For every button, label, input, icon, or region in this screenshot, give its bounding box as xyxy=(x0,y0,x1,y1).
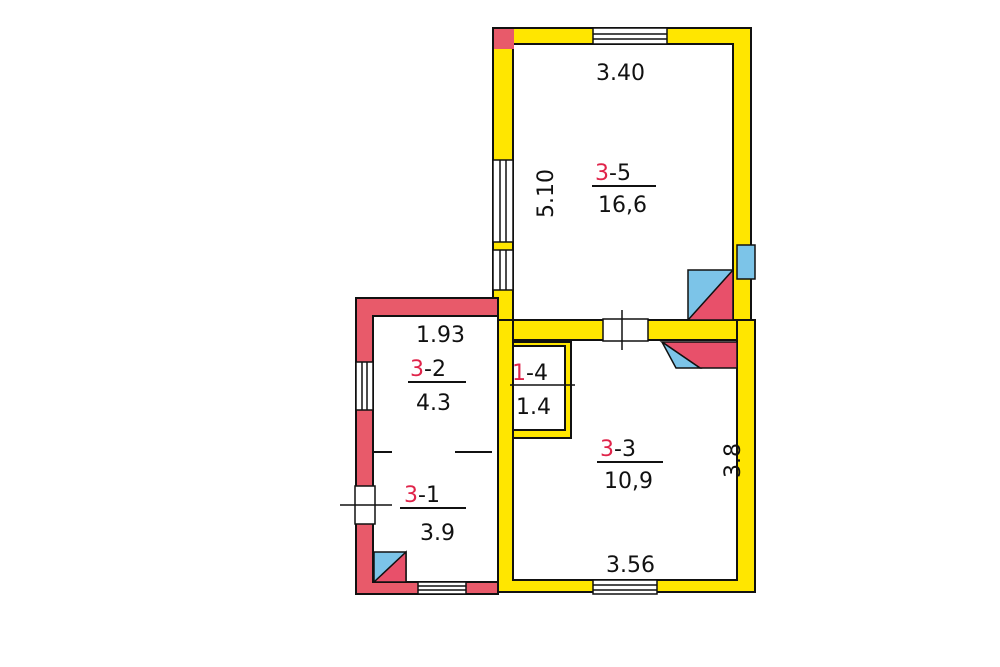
room-3-2-area: 4.3 xyxy=(416,391,451,416)
room-3-5-area: 16,6 xyxy=(598,193,647,218)
room-1-4-area: 1.4 xyxy=(516,395,551,420)
stove-room-3-5 xyxy=(686,268,734,321)
window-top xyxy=(592,27,668,45)
windows xyxy=(355,27,756,595)
closet-1-4 xyxy=(510,341,575,439)
room-3-1-number: 3-1 xyxy=(404,483,440,508)
room-3-5-number: 3-5 xyxy=(595,161,631,186)
room-1-4-number: 1-4 xyxy=(512,361,548,386)
dim-room33-width: 3.56 xyxy=(606,553,655,578)
stove-room-3-3 xyxy=(659,341,738,369)
window-right xyxy=(736,244,756,280)
room-3-3-number: 3-3 xyxy=(600,437,636,462)
dim-room35-width: 3.40 xyxy=(596,61,645,86)
window-left-upper xyxy=(492,159,514,243)
window-bottom-right xyxy=(592,579,658,595)
room-3-1-area: 3.9 xyxy=(420,521,455,546)
dim-room33-length: 3.8 xyxy=(721,443,746,478)
window-annex-left xyxy=(355,361,374,411)
dim-room32-width: 1.93 xyxy=(416,323,465,348)
inner-door-opening xyxy=(602,318,649,342)
dim-room35-length: 5.10 xyxy=(534,169,559,218)
room-3-5-walls xyxy=(492,27,752,341)
room-3-2-number: 3-2 xyxy=(410,357,446,382)
stove-room-3-1 xyxy=(372,550,407,583)
room-3-3-area: 10,9 xyxy=(604,469,653,494)
annex-walls xyxy=(355,297,499,595)
window-annex-bottom xyxy=(417,581,467,595)
entry-door xyxy=(340,485,392,525)
window-left-lower xyxy=(492,249,514,291)
